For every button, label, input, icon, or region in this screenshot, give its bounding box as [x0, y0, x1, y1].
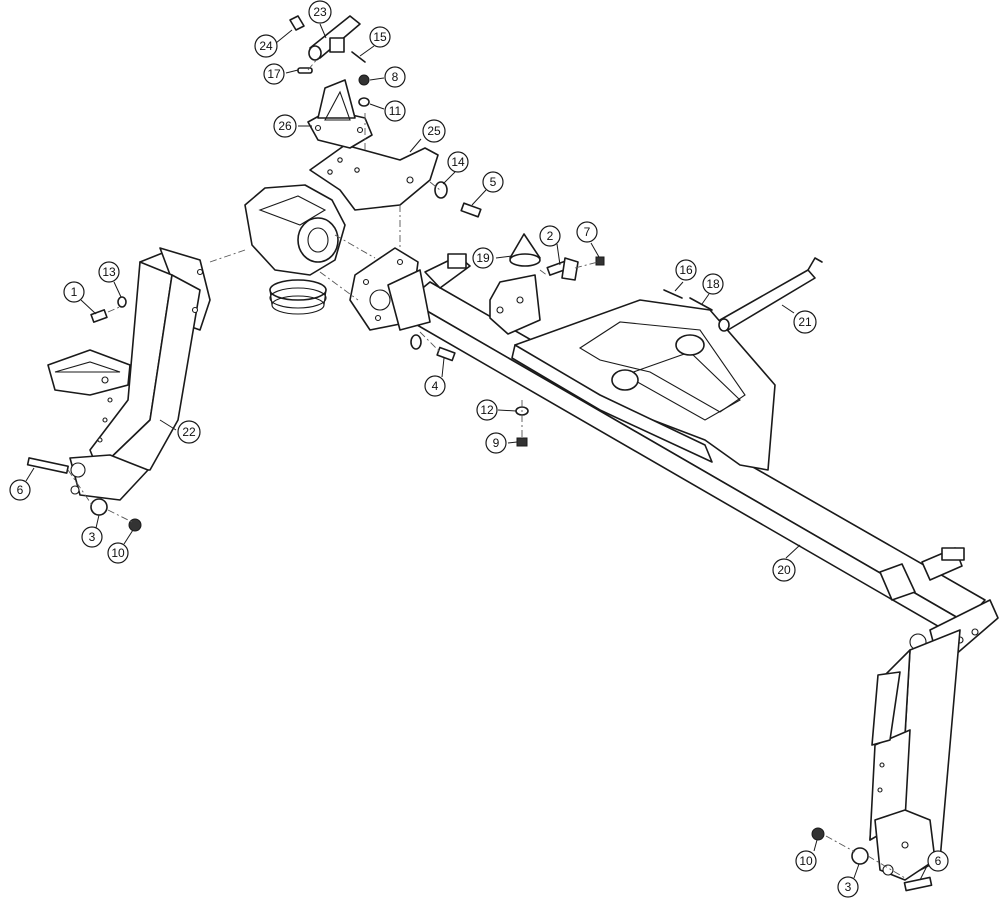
bolt-8-part — [358, 74, 370, 86]
callout-10-right: 10 — [795, 850, 817, 872]
callout-4: 4 — [424, 375, 446, 397]
svg-text:24: 24 — [259, 39, 273, 53]
callout-13: 13 — [98, 261, 120, 283]
callout-leaders — [25, 23, 928, 881]
pin-16-part — [663, 289, 683, 299]
svg-text:7: 7 — [584, 225, 591, 239]
svg-text:1: 1 — [71, 285, 78, 299]
callout-12: 12 — [476, 399, 498, 421]
svg-text:14: 14 — [451, 155, 465, 169]
svg-text:20: 20 — [777, 563, 791, 577]
callout-9: 9 — [485, 432, 507, 454]
callout-6-right: 6 — [927, 850, 949, 872]
assembly-lines — [67, 57, 906, 879]
svg-text:9: 9 — [493, 436, 500, 450]
svg-text:25: 25 — [427, 124, 441, 138]
callout-10-left: 10 — [107, 542, 129, 564]
svg-text:3: 3 — [89, 530, 96, 544]
front-mount-plate-part — [349, 247, 471, 331]
callout-11: 11 — [384, 100, 406, 122]
svg-text:8: 8 — [392, 70, 399, 84]
washer-11-part — [358, 97, 370, 107]
svg-text:18: 18 — [706, 277, 720, 291]
bolt-5-part — [460, 202, 482, 218]
callout-14: 14 — [447, 151, 469, 173]
bolt-6-left-part — [26, 457, 69, 474]
svg-text:16: 16 — [679, 263, 693, 277]
svg-text:6: 6 — [935, 854, 942, 868]
buffer-19-part — [509, 233, 541, 267]
svg-text:11: 11 — [389, 104, 402, 118]
svg-text:19: 19 — [476, 251, 490, 265]
svg-text:17: 17 — [267, 67, 281, 81]
callout-1: 1 — [63, 281, 85, 303]
svg-text:13: 13 — [102, 265, 116, 279]
center-frame-part — [511, 299, 776, 471]
callout-26: 26 — [273, 114, 297, 138]
pin-15-part — [351, 51, 366, 63]
callout-20: 20 — [772, 558, 796, 582]
callout-23: 23 — [308, 0, 332, 24]
callout-16: 16 — [675, 259, 697, 281]
nut-10-left-part — [128, 518, 142, 532]
washer-13-part — [117, 296, 127, 308]
svg-text:15: 15 — [373, 30, 387, 44]
callout-2: 2 — [539, 225, 561, 247]
callout-6-left: 6 — [9, 479, 31, 501]
nut-10-right-part — [811, 827, 825, 841]
buffer-mount-bracket-part — [489, 274, 541, 335]
bolt-4-part — [410, 334, 456, 362]
svg-text:3: 3 — [845, 880, 852, 894]
callout-7: 7 — [576, 221, 598, 243]
callout-5: 5 — [482, 171, 504, 193]
svg-text:4: 4 — [432, 379, 439, 393]
bushing-part — [289, 15, 305, 31]
spacer-3-right-part — [851, 847, 869, 865]
spacer-3-left-part — [90, 498, 108, 516]
right-leg-part — [869, 629, 961, 881]
svg-text:10: 10 — [111, 546, 125, 560]
bolt-1-part — [90, 309, 108, 323]
bolt-2-part — [546, 257, 579, 281]
callout-19: 19 — [472, 247, 494, 269]
svg-text:26: 26 — [278, 119, 292, 133]
bolt-7-part — [595, 256, 605, 266]
callout-3-right: 3 — [837, 876, 859, 898]
svg-text:22: 22 — [182, 425, 196, 439]
svg-text:5: 5 — [490, 175, 497, 189]
nut-9-part — [516, 437, 528, 447]
upper-mount-plate-part — [309, 144, 439, 211]
callout-24: 24 — [254, 34, 278, 58]
callout-8: 8 — [384, 66, 406, 88]
svg-text:2: 2 — [547, 229, 554, 243]
mount-bracket-part — [307, 79, 373, 149]
callout-3-left: 3 — [81, 526, 103, 548]
pivot-tube-part — [308, 15, 361, 61]
shaft-21-part — [718, 257, 823, 332]
gearbox-part — [244, 184, 346, 315]
left-leg-part — [47, 247, 211, 501]
callout-18: 18 — [702, 273, 724, 295]
callout-25: 25 — [422, 119, 446, 143]
callout-15: 15 — [369, 26, 391, 48]
bolt-6-right-part — [903, 876, 933, 892]
washer-14-part — [434, 181, 448, 199]
pin-17-part — [297, 67, 313, 74]
pin-18-part — [689, 297, 713, 311]
callout-22: 22 — [177, 420, 201, 444]
svg-text:21: 21 — [798, 315, 812, 329]
svg-text:6: 6 — [17, 483, 24, 497]
callout-21: 21 — [793, 310, 817, 334]
callout-17: 17 — [263, 63, 285, 85]
svg-text:10: 10 — [799, 854, 813, 868]
svg-text:23: 23 — [313, 5, 327, 19]
svg-text:12: 12 — [480, 403, 494, 417]
